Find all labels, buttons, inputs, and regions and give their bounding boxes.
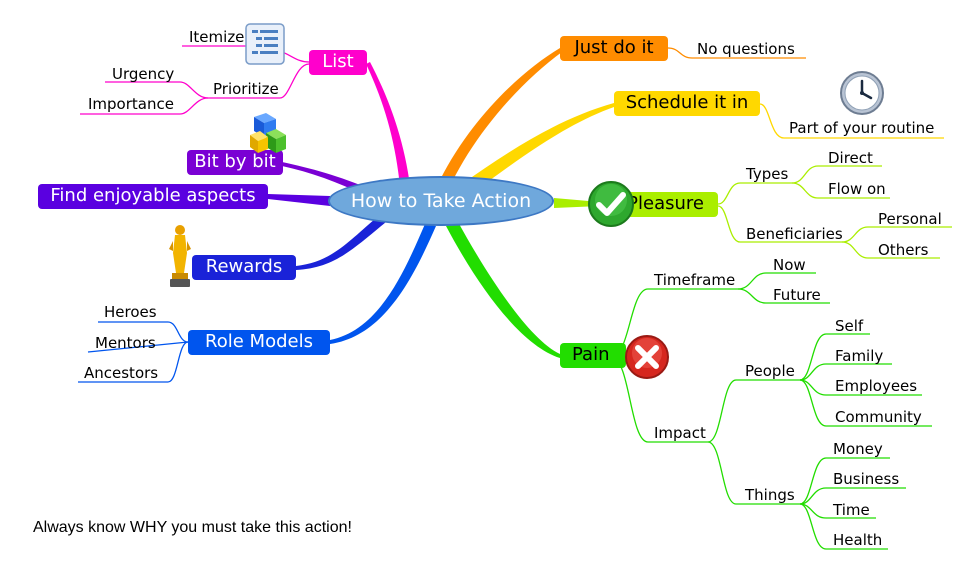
- subtopic-community[interactable]: Community: [835, 408, 922, 426]
- topic-rewards[interactable]: Rewards: [192, 255, 296, 280]
- branch-enjoyable-connector: [268, 194, 330, 206]
- subtopic-part-of-your-routine[interactable]: Part of your routine: [789, 119, 935, 137]
- subtopic-money[interactable]: Money: [833, 440, 883, 458]
- branch-schedule-connector: [462, 103, 614, 192]
- justdoit-subbranch: [667, 47, 806, 59]
- subtopic-future[interactable]: Future: [773, 286, 821, 304]
- topic-just-do-it[interactable]: Just do it: [560, 36, 668, 61]
- subtopic-direct[interactable]: Direct: [828, 149, 873, 167]
- trophy-icon: [169, 225, 191, 287]
- schedule-subbranch: [759, 103, 944, 139]
- subtopic-itemize[interactable]: Itemize: [189, 28, 245, 46]
- subtopic-urgency[interactable]: Urgency: [112, 65, 175, 83]
- topic-find-enjoyable-aspects[interactable]: Find enjoyable aspects: [38, 184, 268, 209]
- topic-role-models[interactable]: Role Models: [188, 330, 330, 355]
- footer-note: Always know WHY you must take this actio…: [33, 519, 352, 536]
- subtopic-mentors[interactable]: Mentors: [95, 334, 156, 352]
- list-document-icon: [245, 23, 285, 65]
- blocks-icon: [250, 113, 286, 153]
- subtopic-business[interactable]: Business: [833, 470, 900, 488]
- central-topic[interactable]: How to Take Action: [328, 176, 554, 226]
- branch-rewards-connector: [296, 218, 386, 270]
- subtopic-employees[interactable]: Employees: [835, 377, 918, 395]
- clock-icon: [840, 71, 884, 115]
- pleasure-subbranches: [717, 165, 952, 259]
- topic-pain[interactable]: Pain: [560, 343, 626, 368]
- subtopic-others[interactable]: Others: [878, 241, 929, 259]
- subtopic-time[interactable]: Time: [833, 501, 870, 519]
- branch-rolemodels-connector: [330, 224, 436, 344]
- subtopic-family[interactable]: Family: [835, 347, 884, 365]
- topic-bit-by-bit[interactable]: Bit by bit: [187, 150, 283, 175]
- subtopic-types[interactable]: Types: [746, 165, 789, 183]
- branch-justdoit-connector: [440, 48, 562, 182]
- subtopic-prioritize[interactable]: Prioritize: [213, 80, 279, 98]
- subtopic-heroes[interactable]: Heroes: [104, 303, 157, 321]
- subtopic-people[interactable]: People: [745, 362, 795, 380]
- subtopic-flow-on[interactable]: Flow on: [828, 180, 886, 198]
- branch-list-connector: [366, 62, 410, 186]
- subtopic-importance[interactable]: Importance: [88, 95, 174, 113]
- cross-icon: [625, 335, 669, 379]
- subtopic-now[interactable]: Now: [773, 256, 806, 274]
- subtopic-ancestors[interactable]: Ancestors: [84, 364, 159, 382]
- subtopic-no-questions[interactable]: No questions: [697, 40, 795, 58]
- rolemodels-subbranches: [78, 321, 189, 383]
- subtopic-personal[interactable]: Personal: [878, 210, 942, 228]
- subtopic-impact[interactable]: Impact: [654, 424, 706, 442]
- subtopic-beneficiaries[interactable]: Beneficiaries: [746, 225, 843, 243]
- checkmark-icon: [588, 181, 634, 227]
- topic-list[interactable]: List: [309, 50, 367, 75]
- branch-pain-connector: [446, 222, 560, 358]
- subtopic-things[interactable]: Things: [745, 486, 795, 504]
- subtopic-self[interactable]: Self: [835, 317, 864, 335]
- list-subbranches: [80, 45, 310, 115]
- subtopic-health[interactable]: Health: [833, 531, 883, 549]
- topic-schedule-it-in[interactable]: Schedule it in: [614, 91, 760, 116]
- subtopic-timeframe[interactable]: Timeframe: [654, 271, 736, 289]
